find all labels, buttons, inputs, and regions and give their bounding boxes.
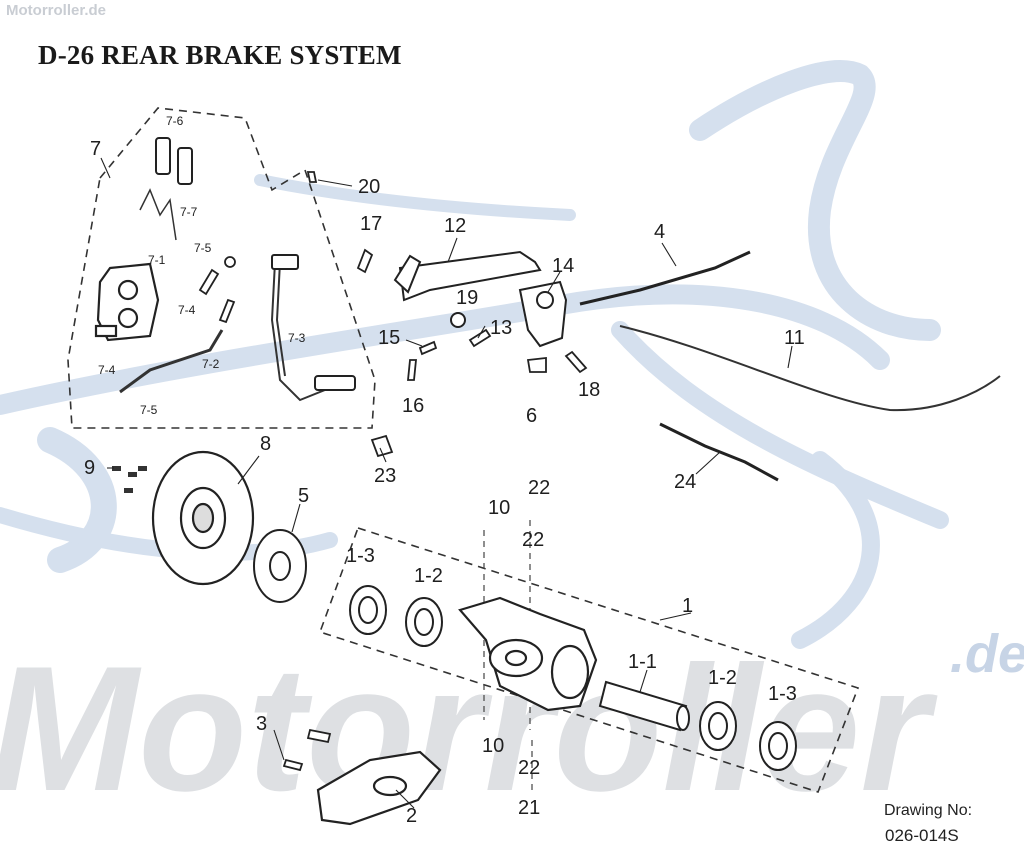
callout-label: 12	[444, 215, 466, 237]
drawing-number-label: Drawing No:	[884, 802, 973, 819]
spacer-tube-1-1	[598, 680, 690, 732]
callout-label: 1-2	[414, 565, 443, 587]
callout-label: 1-1	[628, 651, 657, 673]
callout-label: 24	[674, 471, 696, 493]
callout-label: 4	[654, 221, 665, 243]
callout-label: 1-3	[768, 683, 797, 705]
page-title: D-26 REAR BRAKE SYSTEM	[38, 40, 402, 70]
callout-label: 8	[260, 433, 271, 455]
callout-label: 22	[528, 477, 550, 499]
callout-label: 7-5	[140, 403, 158, 417]
leader-lines	[100, 157, 793, 809]
swing-arm-hub-1	[458, 596, 598, 712]
cable-guide-24	[659, 422, 779, 482]
watermark-swooshes	[0, 60, 949, 649]
bolt-23	[370, 434, 394, 458]
brake-pads	[155, 137, 193, 185]
callout-label: 21	[518, 797, 540, 819]
callout-label: 22	[522, 529, 544, 551]
small-fasteners	[306, 171, 588, 381]
hub-flange-5	[253, 529, 307, 603]
callout-label: 10	[488, 497, 510, 519]
cover-2	[316, 750, 442, 826]
callout-label: 3	[256, 713, 267, 735]
bearings	[349, 585, 797, 771]
mount-bolts-3	[282, 728, 332, 772]
callout-label: 7-4	[98, 363, 116, 377]
callout-label: 7-7	[180, 205, 198, 219]
brake-cable-11	[619, 325, 1001, 412]
callout-label: 14	[552, 255, 574, 277]
pad-spring	[139, 188, 177, 241]
callout-label: 7-4	[178, 303, 196, 317]
watermark-logo: Motorroller	[0, 629, 938, 828]
callout-label: 2	[406, 805, 417, 827]
callout-label: 17	[360, 213, 382, 235]
callout-label: 1-2	[708, 667, 737, 689]
callout-label: 7	[90, 138, 101, 160]
callout-label: 23	[374, 465, 396, 487]
callout-label: 20	[358, 176, 380, 198]
callout-label: 7-6	[166, 114, 184, 128]
callout-label: 18	[578, 379, 600, 401]
callout-label: 5	[298, 485, 309, 507]
lever-bracket-14	[518, 280, 568, 348]
callout-label: 6	[526, 405, 537, 427]
brake-disc-8	[151, 450, 255, 586]
callout-label: 13	[490, 317, 512, 339]
watermark-logo-suffix: .de	[950, 624, 1024, 684]
disc-bolts-9	[112, 466, 147, 493]
hub-assembly-box	[318, 527, 860, 793]
callout-label: 7-5	[194, 241, 212, 255]
drawing-number: 026-014S	[885, 826, 959, 845]
site-watermark: Motorroller.de	[6, 2, 107, 19]
callout-label: 1	[682, 595, 693, 617]
callout-label: 15	[378, 327, 400, 349]
master-cylinder-clamp	[271, 254, 356, 391]
callout-label: 9	[84, 457, 95, 479]
callout-label: 10	[482, 735, 504, 757]
callout-label: 1-3	[346, 545, 375, 567]
brake-cable-4	[579, 250, 751, 306]
caliper-assembly-box	[67, 107, 376, 429]
callout-label: 16	[402, 395, 424, 417]
callout-label: 7-2	[202, 357, 220, 371]
callout-label: 7-1	[148, 253, 166, 267]
callout-label: 19	[456, 287, 478, 309]
callout-label: 11	[784, 327, 805, 349]
brake-caliper	[94, 262, 160, 342]
pivot-washer-19	[450, 312, 466, 328]
caliper-bolts	[198, 256, 236, 324]
brake-lever-12	[393, 250, 542, 302]
brake-hose-short	[119, 329, 224, 394]
callout-label: 7-3	[288, 331, 306, 345]
callout-label: 22	[518, 757, 540, 779]
